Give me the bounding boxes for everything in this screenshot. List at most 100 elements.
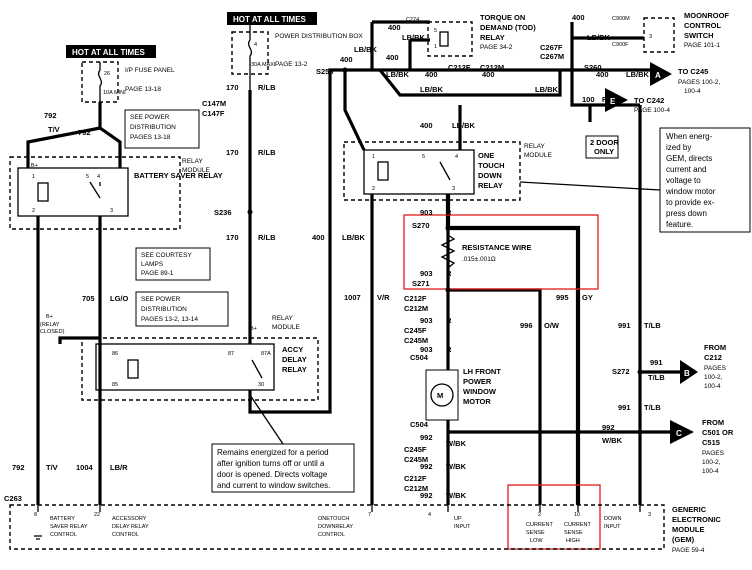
svg-text:7: 7 — [368, 512, 371, 518]
svg-text:87A: 87A — [261, 351, 271, 357]
svg-text:T/V: T/V — [46, 463, 58, 472]
svg-text:4: 4 — [428, 512, 431, 518]
svg-text:HIGH: HIGH — [566, 538, 580, 544]
svg-text:S260: S260 — [584, 63, 602, 72]
gem-pin-10: 10 CURRENT SENSE HIGH — [564, 512, 592, 544]
gem-pin-4: 4 UP INPUT — [428, 512, 471, 530]
svg-text:903: 903 — [420, 269, 433, 278]
svg-text:991: 991 — [618, 321, 631, 330]
svg-text:C212M: C212M — [404, 484, 428, 493]
svg-text:UP: UP — [454, 516, 462, 522]
offpage-a: A TO C245 PAGES 100-2, 100-4 — [650, 62, 720, 95]
svg-text:C504: C504 — [410, 353, 429, 362]
svg-text:to provide ex-: to provide ex- — [666, 198, 715, 207]
svg-text:C267F: C267F — [540, 43, 563, 52]
svg-text:MOTOR: MOTOR — [463, 397, 491, 406]
svg-text:RELAY: RELAY — [480, 33, 505, 42]
svg-text:SENSE: SENSE — [564, 530, 583, 536]
svg-text:400: 400 — [312, 233, 325, 242]
svg-text:RESISTANCE WIRE: RESISTANCE WIRE — [462, 243, 531, 252]
svg-text:S236: S236 — [214, 208, 232, 217]
svg-text:HOT AT ALL TIMES: HOT AT ALL TIMES — [72, 48, 146, 57]
svg-text:S270: S270 — [412, 221, 430, 230]
svg-text:When energ-: When energ- — [666, 132, 713, 141]
svg-text:LB/BK: LB/BK — [535, 85, 558, 94]
svg-text:E: E — [610, 97, 616, 106]
svg-text:DOWNRELAY: DOWNRELAY — [318, 524, 353, 530]
svg-text:992: 992 — [602, 423, 615, 432]
svg-text:door is opened. Directs voltag: door is opened. Directs voltage — [217, 470, 328, 479]
svg-text:PAGE 34-2: PAGE 34-2 — [480, 44, 513, 51]
power-distribution-box: 4 30A MAXI POWER DISTRIBUTION BOX PAGE 1… — [231, 25, 363, 90]
svg-text:RELAY: RELAY — [524, 143, 545, 150]
svg-text:LH FRONT: LH FRONT — [463, 367, 501, 376]
svg-text:R/LB: R/LB — [258, 83, 276, 92]
svg-text:RELAY: RELAY — [478, 181, 503, 190]
svg-text:Remains energized for a period: Remains energized for a period — [217, 448, 329, 457]
current-sense-highlight — [507, 484, 601, 550]
svg-text:100-2,: 100-2, — [702, 459, 721, 466]
svg-text:C212M: C212M — [404, 304, 428, 313]
svg-text:W/BK: W/BK — [446, 491, 467, 500]
svg-text:and current to window switches: and current to window switches. — [217, 481, 330, 490]
svg-text:1: 1 — [32, 174, 35, 180]
svg-text:DOWN: DOWN — [604, 516, 621, 522]
svg-text:S259: S259 — [316, 67, 334, 76]
svg-text:ELECTRONIC: ELECTRONIC — [672, 515, 721, 524]
svg-text:V/R: V/R — [377, 293, 390, 302]
svg-text:996: 996 — [520, 321, 533, 330]
svg-text:GENERIC: GENERIC — [672, 505, 707, 514]
svg-text:DELAY: DELAY — [282, 355, 307, 364]
svg-text:903: 903 — [420, 316, 433, 325]
svg-text:10: 10 — [574, 512, 580, 518]
svg-text:LB/BK: LB/BK — [587, 33, 610, 42]
svg-text:GY: GY — [582, 293, 593, 302]
svg-text:M: M — [437, 391, 443, 400]
svg-text:400: 400 — [340, 55, 353, 64]
svg-text:MODULE: MODULE — [182, 167, 210, 174]
svg-text:FROM: FROM — [702, 418, 724, 427]
svg-text:C263: C263 — [4, 494, 22, 503]
svg-text:R/LB: R/LB — [258, 233, 276, 242]
svg-text:CONTROL: CONTROL — [112, 532, 139, 538]
svg-text:1007: 1007 — [344, 293, 361, 302]
svg-text:705: 705 — [82, 294, 95, 303]
wiring — [26, 20, 680, 505]
gem-pin-22: 22 ACCESSORY DELAY RELAY CONTROL — [94, 512, 149, 538]
hot-label-right: HOT AT ALL TIMES — [227, 12, 317, 25]
gem-pin-7: 7 ONETOUCH DOWNRELAY CONTROL — [318, 512, 371, 538]
svg-text:T/LB: T/LB — [648, 373, 665, 382]
svg-text:170: 170 — [226, 83, 239, 92]
svg-text:2: 2 — [372, 186, 375, 192]
svg-text:400: 400 — [572, 13, 585, 22]
svg-text:4: 4 — [254, 42, 257, 48]
svg-text:(RELAY: (RELAY — [40, 322, 60, 328]
svg-text:RELAY: RELAY — [182, 158, 203, 165]
gem-module: GENERIC ELECTRONIC MODULE (GEM) PAGE 59-… — [9, 504, 721, 554]
svg-text:995: 995 — [556, 293, 569, 302]
gem-pin-3: 3 DOWN INPUT — [604, 512, 651, 530]
svg-text:C245F: C245F — [404, 326, 427, 335]
svg-text:100: 100 — [582, 95, 595, 104]
svg-text:window motor: window motor — [665, 187, 716, 196]
svg-text:ONE: ONE — [478, 151, 494, 160]
svg-text:170: 170 — [226, 233, 239, 242]
svg-text:CONTROL: CONTROL — [684, 21, 721, 30]
svg-text:C212F: C212F — [448, 63, 471, 72]
svg-text:SWITCH: SWITCH — [684, 31, 714, 40]
svg-text:LB/BK: LB/BK — [452, 121, 475, 130]
svg-text:2: 2 — [32, 208, 35, 214]
svg-text:INPUT: INPUT — [454, 524, 471, 530]
svg-text:DISTRIBUTION: DISTRIBUTION — [130, 124, 176, 131]
svg-text:10A MINI: 10A MINI — [103, 90, 126, 96]
svg-text:TO C245: TO C245 — [678, 67, 708, 76]
svg-text:LB/BK: LB/BK — [402, 33, 425, 42]
svg-text:after ignition turns off or un: after ignition turns off or until a — [217, 459, 325, 468]
svg-text:B+: B+ — [46, 314, 53, 320]
svg-text:TOUCH: TOUCH — [478, 161, 505, 170]
svg-text:26: 26 — [104, 71, 110, 77]
svg-text:ACCESSORY: ACCESSORY — [112, 516, 147, 522]
svg-text:ONLY: ONLY — [594, 147, 614, 156]
svg-text:RELAY: RELAY — [282, 365, 307, 374]
svg-text:100-4: 100-4 — [684, 88, 701, 95]
